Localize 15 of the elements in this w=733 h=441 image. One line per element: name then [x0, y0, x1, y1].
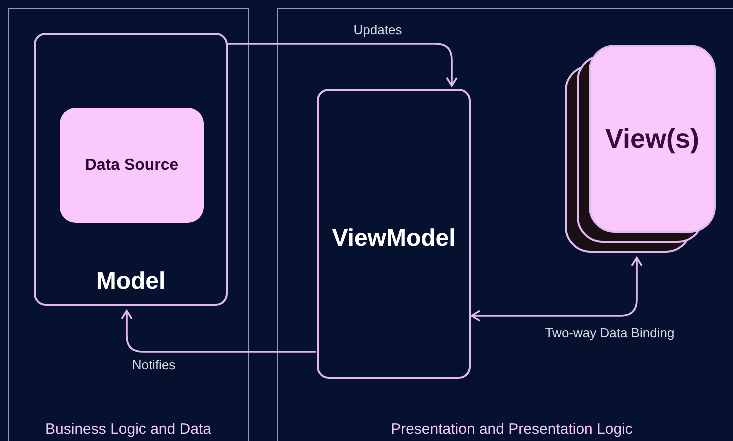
component-box	[317, 89, 471, 379]
data-source-box	[60, 108, 204, 223]
group-panel	[8, 8, 249, 441]
component-label: ViewModel	[331, 224, 457, 254]
component-label: Data Source	[85, 156, 179, 176]
group-panel	[277, 8, 733, 441]
component-label: Model	[95, 267, 167, 297]
panel-title: Presentation and Presentation Logic	[390, 420, 634, 440]
connector-arrow	[227, 43, 458, 87]
component-box	[34, 33, 228, 306]
connector-arrow	[121, 310, 316, 353]
component-label: View(s)	[605, 123, 700, 156]
connector-arrow	[471, 257, 643, 322]
panel-title: Business Logic and Data	[44, 420, 212, 440]
view-card	[589, 45, 716, 233]
